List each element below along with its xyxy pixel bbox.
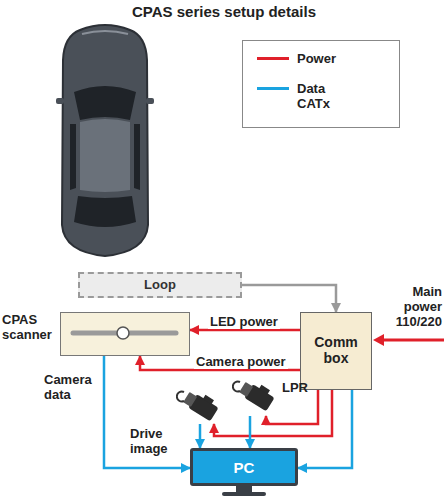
legend-line-sample [257, 87, 289, 90]
node-scanner-box: CPAS scanner [2, 310, 190, 358]
node-lpr-camera: LPR [232, 378, 312, 416]
node-label: Comm box [304, 334, 368, 366]
connector-label: Camera data [42, 372, 98, 402]
legend-line-sample [257, 57, 289, 60]
legend-text: Power [297, 51, 341, 66]
power-connector [190, 329, 300, 332]
node-loop-box: Loop [78, 272, 242, 298]
main-power-arrow [373, 334, 444, 346]
connector-label: LED power [208, 314, 280, 329]
legend-text: Data CATx [297, 81, 341, 111]
node-label: Loop [78, 277, 242, 292]
node-label: Drive image [130, 426, 182, 456]
data-connector [249, 416, 252, 448]
node-pc-monitor: PC [190, 448, 298, 498]
data-connector [199, 424, 202, 448]
power-input-label: Main power 110/220 [376, 284, 442, 329]
drive-camera [176, 388, 224, 424]
node-label: CPAS scanner [2, 312, 56, 342]
legend-box: PowerData CATx [242, 40, 400, 128]
pc-monitor: PC [190, 448, 298, 486]
connector-label: Camera power [194, 354, 288, 369]
node-drive-camera: Drive image [130, 388, 224, 456]
car [56, 25, 154, 256]
monitor-base [222, 492, 266, 496]
data-connector [104, 356, 190, 468]
data-connector [298, 390, 352, 468]
loop-connector [242, 285, 336, 312]
node-label: LPR [282, 380, 308, 395]
node-comm-box: Comm box [300, 312, 372, 390]
power-connector [214, 390, 332, 436]
node-label: PC [193, 459, 295, 476]
lpr-camera [232, 378, 280, 416]
power-connector [266, 390, 318, 424]
scanner-box [60, 312, 190, 356]
diagram-title: CPAS series setup details [0, 3, 448, 20]
